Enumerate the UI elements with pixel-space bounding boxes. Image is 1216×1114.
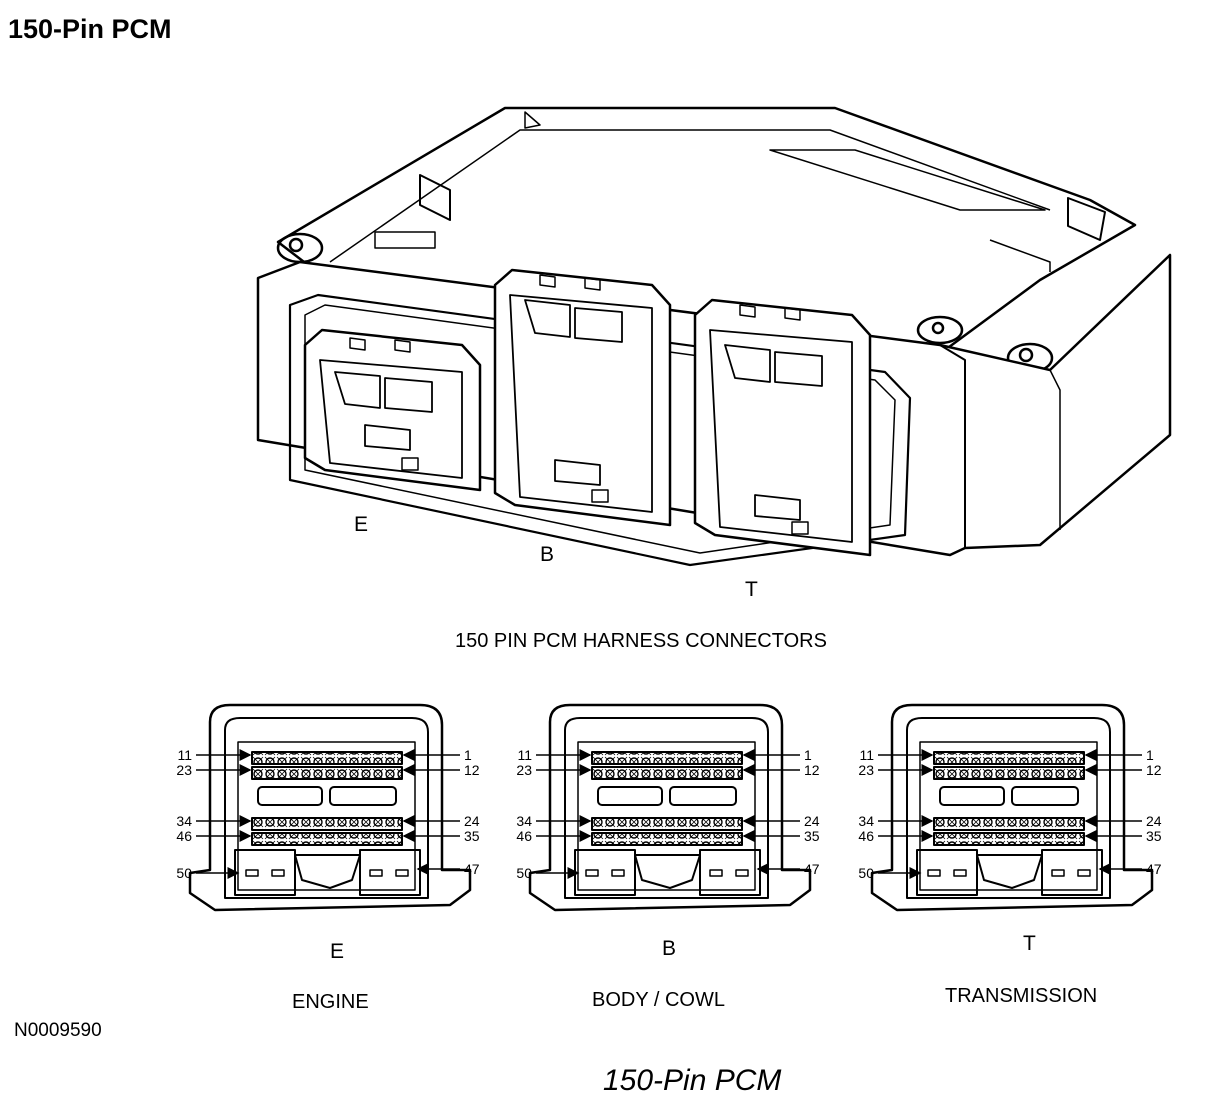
pin-number-r4l: 46	[858, 828, 874, 844]
pin-number-r4r: 35	[804, 828, 820, 844]
pin-number-r1l: 11	[177, 747, 192, 763]
harness-name-b: BODY / COWL	[592, 989, 725, 1011]
pin-number-r3l: 34	[858, 813, 874, 829]
page-title: 150-Pin PCM	[8, 14, 172, 44]
latch-right	[359, 849, 421, 896]
pin-row-4	[251, 832, 403, 846]
pin-row-2	[251, 766, 403, 780]
pin-number-r3l: 34	[516, 813, 532, 829]
pin-number-bl: 50	[858, 865, 874, 881]
pcm-module	[256, 106, 1172, 567]
pin-row-4	[933, 832, 1085, 846]
module-connector-e	[303, 328, 482, 492]
pin-number-br: 47	[1146, 861, 1162, 877]
pin-row-3	[251, 817, 403, 831]
pin-number-r2l: 23	[176, 762, 192, 778]
pin-number-r3l: 34	[176, 813, 192, 829]
connector-shroud	[288, 293, 912, 567]
pin-number-r1r: 1	[1146, 747, 1154, 763]
pin-number-r4l: 46	[516, 828, 532, 844]
latch-center	[634, 854, 701, 889]
pin-number-r2r: 12	[804, 762, 820, 778]
latch-center	[294, 854, 361, 889]
latch-right	[1041, 849, 1103, 896]
pin-row-4	[591, 832, 743, 846]
pin-row-2	[591, 766, 743, 780]
housing-inner	[224, 717, 429, 899]
pin-number-r2l: 23	[858, 762, 874, 778]
harness-letter-b: B	[662, 937, 676, 960]
pin-number-r1r: 1	[464, 747, 472, 763]
latch-left	[574, 849, 636, 896]
harness-caption: 150 PIN PCM HARNESS CONNECTORS	[455, 630, 827, 652]
footer-title: 150-Pin PCM	[603, 1064, 782, 1097]
module-connector-t	[693, 298, 872, 557]
latch-left	[234, 849, 296, 896]
pin-number-r4r: 35	[1146, 828, 1162, 844]
pin-number-r1l: 11	[859, 747, 874, 763]
pin-number-r3r: 24	[1146, 813, 1162, 829]
pin-number-bl: 50	[176, 865, 192, 881]
pin-number-r3r: 24	[464, 813, 480, 829]
pin-number-bl: 50	[516, 865, 532, 881]
harness-name-e: ENGINE	[292, 991, 369, 1013]
harness-letter-e: E	[330, 940, 344, 963]
key-slot-left	[257, 786, 323, 806]
pin-number-r4r: 35	[464, 828, 480, 844]
harness-letter-t: T	[1023, 932, 1036, 955]
key-slot-left	[939, 786, 1005, 806]
module-connector-b	[493, 268, 672, 527]
pin-row-1	[591, 751, 743, 765]
pin-row-1	[933, 751, 1085, 765]
pin-number-r4l: 46	[176, 828, 192, 844]
pin-number-r3r: 24	[804, 813, 820, 829]
pin-row-2	[933, 766, 1085, 780]
pin-row-3	[591, 817, 743, 831]
module-label-b: B	[540, 543, 554, 566]
key-slot-right	[329, 786, 397, 806]
pin-number-r2r: 12	[1146, 762, 1162, 778]
pin-number-r2l: 23	[516, 762, 532, 778]
key-slot-right	[669, 786, 737, 806]
pin-number-r1r: 1	[804, 747, 812, 763]
latch-left	[916, 849, 978, 896]
latch-center	[976, 854, 1043, 889]
latch-right	[699, 849, 761, 896]
pin-row-3	[933, 817, 1085, 831]
pin-number-r1l: 11	[517, 747, 532, 763]
pin-number-br: 47	[804, 861, 820, 877]
module-label-t: T	[745, 578, 758, 601]
module-label-e: E	[354, 513, 368, 536]
housing-inner	[906, 717, 1111, 899]
pin-row-1	[251, 751, 403, 765]
pin-number-r2r: 12	[464, 762, 480, 778]
harness-name-t: TRANSMISSION	[945, 985, 1097, 1007]
housing-inner	[564, 717, 769, 899]
key-slot-right	[1011, 786, 1079, 806]
key-slot-left	[597, 786, 663, 806]
pin-number-br: 47	[464, 861, 480, 877]
figure-id: N0009590	[14, 1020, 102, 1041]
